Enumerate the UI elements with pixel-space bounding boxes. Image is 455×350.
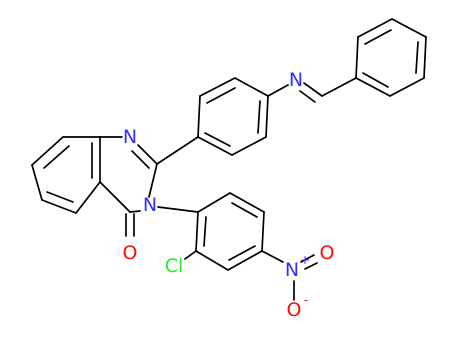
bond bbox=[197, 95, 201, 138]
atom-n1: N bbox=[123, 126, 137, 148]
bond bbox=[303, 82, 323, 97]
bond bbox=[299, 90, 316, 103]
bond bbox=[137, 144, 158, 165]
bond bbox=[234, 77, 269, 97]
atom-n-nitro: N bbox=[285, 259, 299, 281]
bond bbox=[228, 245, 256, 261]
bond bbox=[31, 136, 64, 166]
bond bbox=[46, 191, 74, 203]
bond bbox=[206, 87, 236, 104]
bond bbox=[362, 72, 389, 88]
atom-cl: Cl bbox=[165, 255, 184, 277]
atom-n3: N bbox=[143, 194, 157, 216]
charge-n-nitro: + bbox=[300, 253, 310, 267]
bond bbox=[267, 84, 289, 97]
charge-o-nitro-b: - bbox=[304, 293, 308, 307]
bond bbox=[261, 250, 284, 263]
bond bbox=[355, 36, 359, 79]
bond bbox=[389, 77, 425, 97]
bond bbox=[157, 206, 199, 213]
bond bbox=[131, 150, 150, 169]
bond bbox=[204, 132, 231, 147]
bond bbox=[99, 181, 131, 213]
bond bbox=[357, 18, 393, 38]
bond bbox=[197, 192, 231, 213]
atom-o-nitro-b: O bbox=[287, 299, 302, 321]
bond bbox=[197, 136, 233, 156]
bond bbox=[75, 181, 101, 214]
bond bbox=[391, 18, 427, 38]
bond bbox=[364, 29, 392, 45]
bond bbox=[304, 262, 318, 270]
bond bbox=[265, 95, 269, 138]
atom-o-nitro-a: O bbox=[320, 242, 335, 264]
bond bbox=[321, 77, 357, 97]
bond bbox=[355, 77, 391, 97]
bond bbox=[231, 202, 258, 218]
atom-n-imine: N bbox=[289, 69, 303, 91]
bond bbox=[231, 136, 267, 156]
bond bbox=[195, 211, 199, 252]
bond bbox=[31, 164, 43, 201]
bond bbox=[195, 250, 229, 271]
bond bbox=[423, 36, 427, 79]
bond bbox=[227, 250, 263, 271]
bond bbox=[261, 211, 265, 252]
atom-o4: O bbox=[123, 242, 138, 264]
bond bbox=[257, 100, 261, 134]
bond bbox=[148, 163, 158, 198]
bond bbox=[203, 216, 207, 247]
bond bbox=[184, 250, 197, 260]
bond bbox=[156, 136, 199, 165]
bond bbox=[415, 41, 419, 74]
atom-layer: N N O N Cl N + O O - bbox=[123, 69, 335, 321]
bond-layer bbox=[31, 18, 427, 301]
bond bbox=[129, 210, 141, 213]
bond bbox=[43, 145, 70, 169]
bond bbox=[199, 77, 236, 97]
bond bbox=[300, 254, 315, 263]
bond bbox=[229, 192, 265, 213]
bond bbox=[41, 199, 77, 214]
